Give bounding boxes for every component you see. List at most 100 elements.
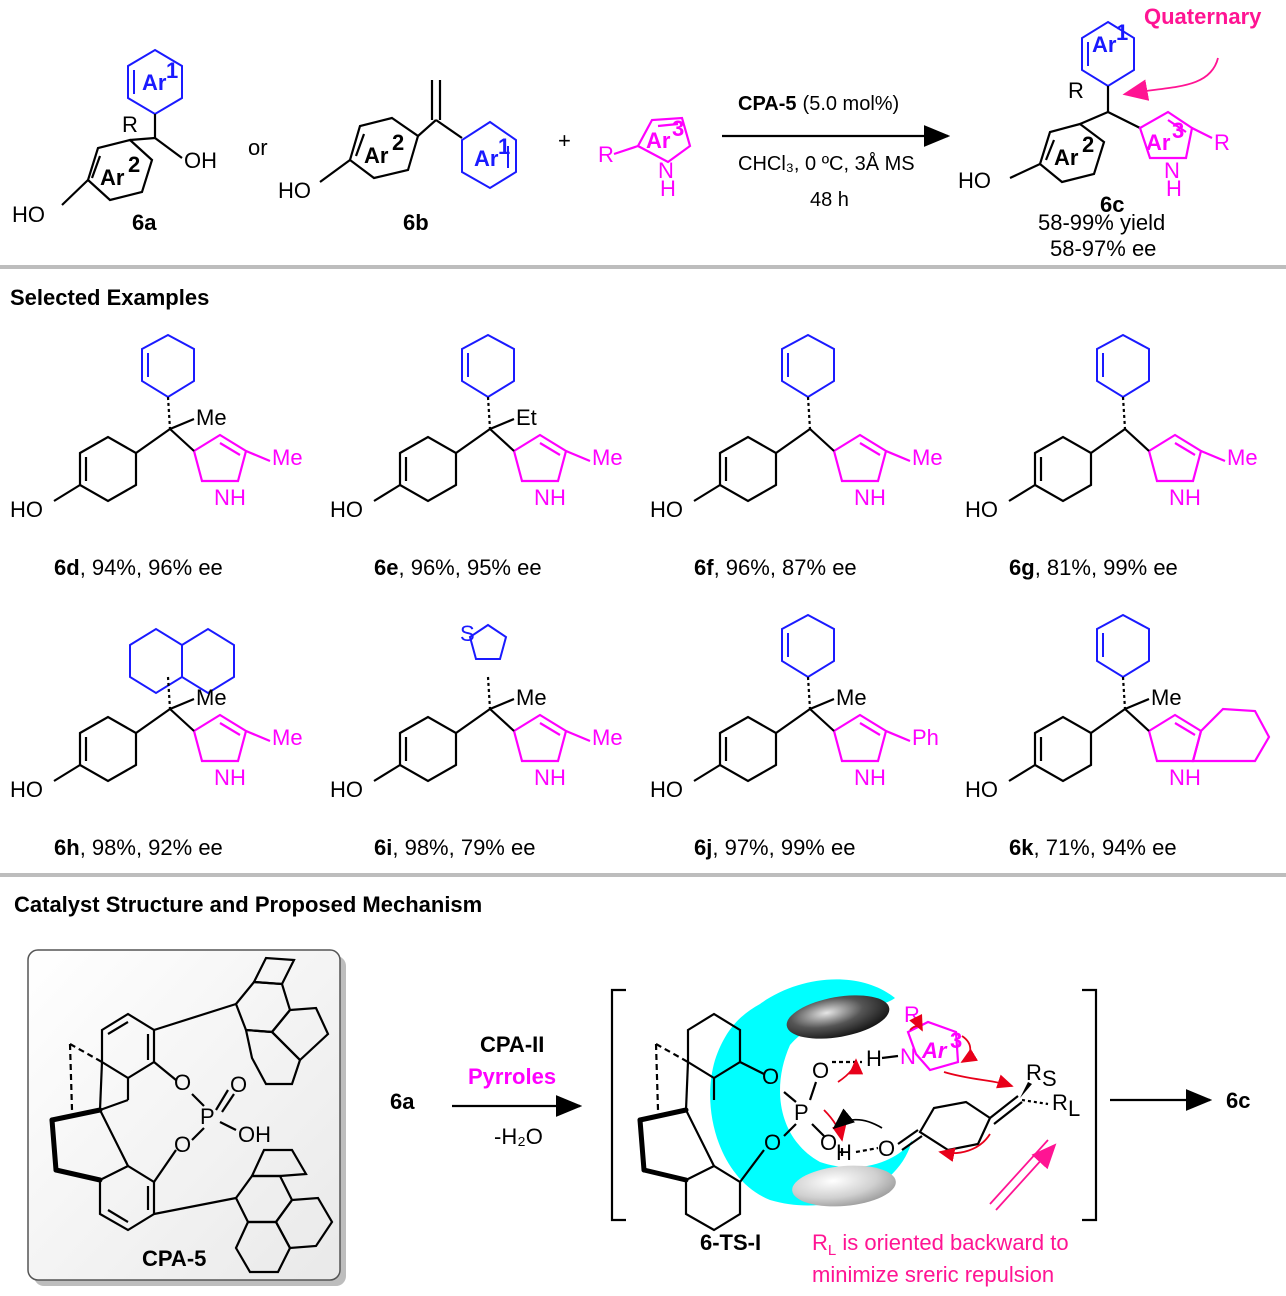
ts-o-3: O	[820, 1130, 837, 1155]
alkyl-label: Me	[836, 685, 867, 710]
ar1-superscript: 1	[166, 58, 178, 83]
ho-label: HO	[965, 777, 998, 802]
ts-ar3-superscript: 3	[950, 1028, 962, 1053]
example-caption: 6e, 96%, 95% ee	[374, 555, 542, 580]
pyrrole-r: R	[598, 142, 614, 167]
o-lower: O	[174, 1132, 191, 1157]
ho-label: HO	[330, 777, 363, 802]
pyrrole-h: H	[550, 765, 566, 790]
r-label-6c-pyrrole: R	[1214, 130, 1230, 155]
pyrrole-h: H	[660, 176, 676, 201]
ts-h-n: H	[866, 1046, 882, 1071]
pyrrole-reagent: R Ar 3 N H	[598, 116, 692, 201]
catalyst-pocket	[710, 979, 912, 1206]
ar1-label-6b: Ar	[474, 146, 499, 171]
ts-n: N	[900, 1044, 916, 1069]
pyrrole-n: N	[854, 485, 870, 510]
compound-6a: Ar 1 R OH Ar 2 HO 6a	[12, 48, 217, 235]
reaction-scheme: Ar 1 R OH Ar 2 HO 6a or Ar 2 HO	[12, 4, 1262, 261]
pyrrole-n: N	[214, 485, 230, 510]
ar2-superscript: 2	[128, 152, 140, 177]
o-upper: O	[174, 1070, 191, 1095]
pyrrole-substituent: Me	[1227, 445, 1258, 470]
ts-h-o: H	[836, 1140, 852, 1165]
pyrrole-substituent: Me	[592, 445, 623, 470]
ts-o-2: O	[812, 1058, 829, 1083]
aryl-group	[781, 333, 835, 399]
aryl-group	[141, 333, 195, 399]
ar3-superscript: 3	[672, 116, 684, 141]
alkyl-label: Me	[196, 685, 227, 710]
ho-label-6b: HO	[278, 178, 311, 203]
ho-label: HO	[650, 497, 683, 522]
selected-examples-heading: Selected Examples	[10, 285, 209, 310]
example-caption: 6f, 96%, 87% ee	[694, 555, 857, 580]
reaction-time: 48 h	[810, 189, 849, 211]
ee-range: 58-97% ee	[1050, 236, 1156, 261]
r-label-6c: R	[1068, 78, 1084, 103]
ho-label-6c: HO	[958, 168, 991, 193]
left-bracket	[610, 988, 626, 1222]
pyrrole-n: N	[534, 485, 550, 510]
p-atom: P	[200, 1104, 215, 1129]
ar2-label-6b: Ar	[364, 143, 389, 168]
reagent-cpa-ii: CPA-II	[480, 1032, 544, 1057]
alkyl-label: Et	[516, 405, 537, 430]
o-double: O	[230, 1072, 247, 1097]
mechanism-arrow-2: 6c	[1110, 1088, 1250, 1113]
catalyst-structure-box: O P O OH O CPA-5	[27, 949, 346, 1286]
label-6c: 6c	[1100, 192, 1124, 217]
alkyl-label: Me	[516, 685, 547, 710]
pyrrole-n: N	[534, 765, 550, 790]
yield-range: 58-99% yield	[1038, 210, 1165, 235]
ar1-superscript-6b: 1	[498, 134, 510, 159]
example-caption: 6i, 98%, 79% ee	[374, 835, 535, 860]
ar3-label: Ar	[646, 128, 671, 153]
ts-rl: R	[1052, 1090, 1068, 1115]
quaternary-annotation: Quaternary	[1144, 4, 1262, 29]
ar2-superscript-6b: 2	[392, 130, 404, 155]
pyrrole-substituent: Me	[272, 445, 303, 470]
cpa-5-label: CPA-5	[142, 1246, 206, 1271]
ts-rs: R	[1026, 1060, 1042, 1085]
example-caption: 6g, 81%, 99% ee	[1009, 555, 1178, 580]
compound-6b: Ar 2 HO Ar 1 6b	[278, 80, 517, 235]
ts-ar3: Ar	[921, 1038, 948, 1063]
ts-p: P	[794, 1100, 809, 1125]
pyrrole-substituent: Me	[592, 725, 623, 750]
pyrrole-n: N	[1169, 485, 1185, 510]
pyrrole-n: N	[658, 158, 674, 183]
example-caption: 6k, 71%, 94% ee	[1009, 835, 1177, 860]
oh-phosphate: OH	[238, 1122, 271, 1147]
pyrrole-h: H	[1185, 765, 1201, 790]
label-6b: 6b	[403, 210, 429, 235]
pyrrole-n-6c: N	[1164, 158, 1180, 183]
ar2-label: Ar	[100, 165, 125, 190]
quaternary-arrow	[1122, 57, 1219, 101]
substrate-6a: 6a	[390, 1089, 415, 1114]
anthracene-bottom-shape	[792, 1165, 896, 1207]
pyrrole-substituent: Me	[912, 445, 943, 470]
reaction-arrow: CPA-5(5.0 mol%) CHCl₃, 0 ºC, 3Å MS 48 h	[722, 93, 951, 211]
pyrrole-h-6c: H	[1166, 176, 1182, 201]
ar1-superscript-6c: 1	[1116, 20, 1128, 45]
mechanism-arrow-1: 6a CPA-II Pyrroles -H₂O	[390, 1032, 583, 1149]
example-caption: 6d, 94%, 96% ee	[54, 555, 223, 580]
mechanism-heading: Catalyst Structure and Proposed Mechanis…	[14, 892, 482, 917]
